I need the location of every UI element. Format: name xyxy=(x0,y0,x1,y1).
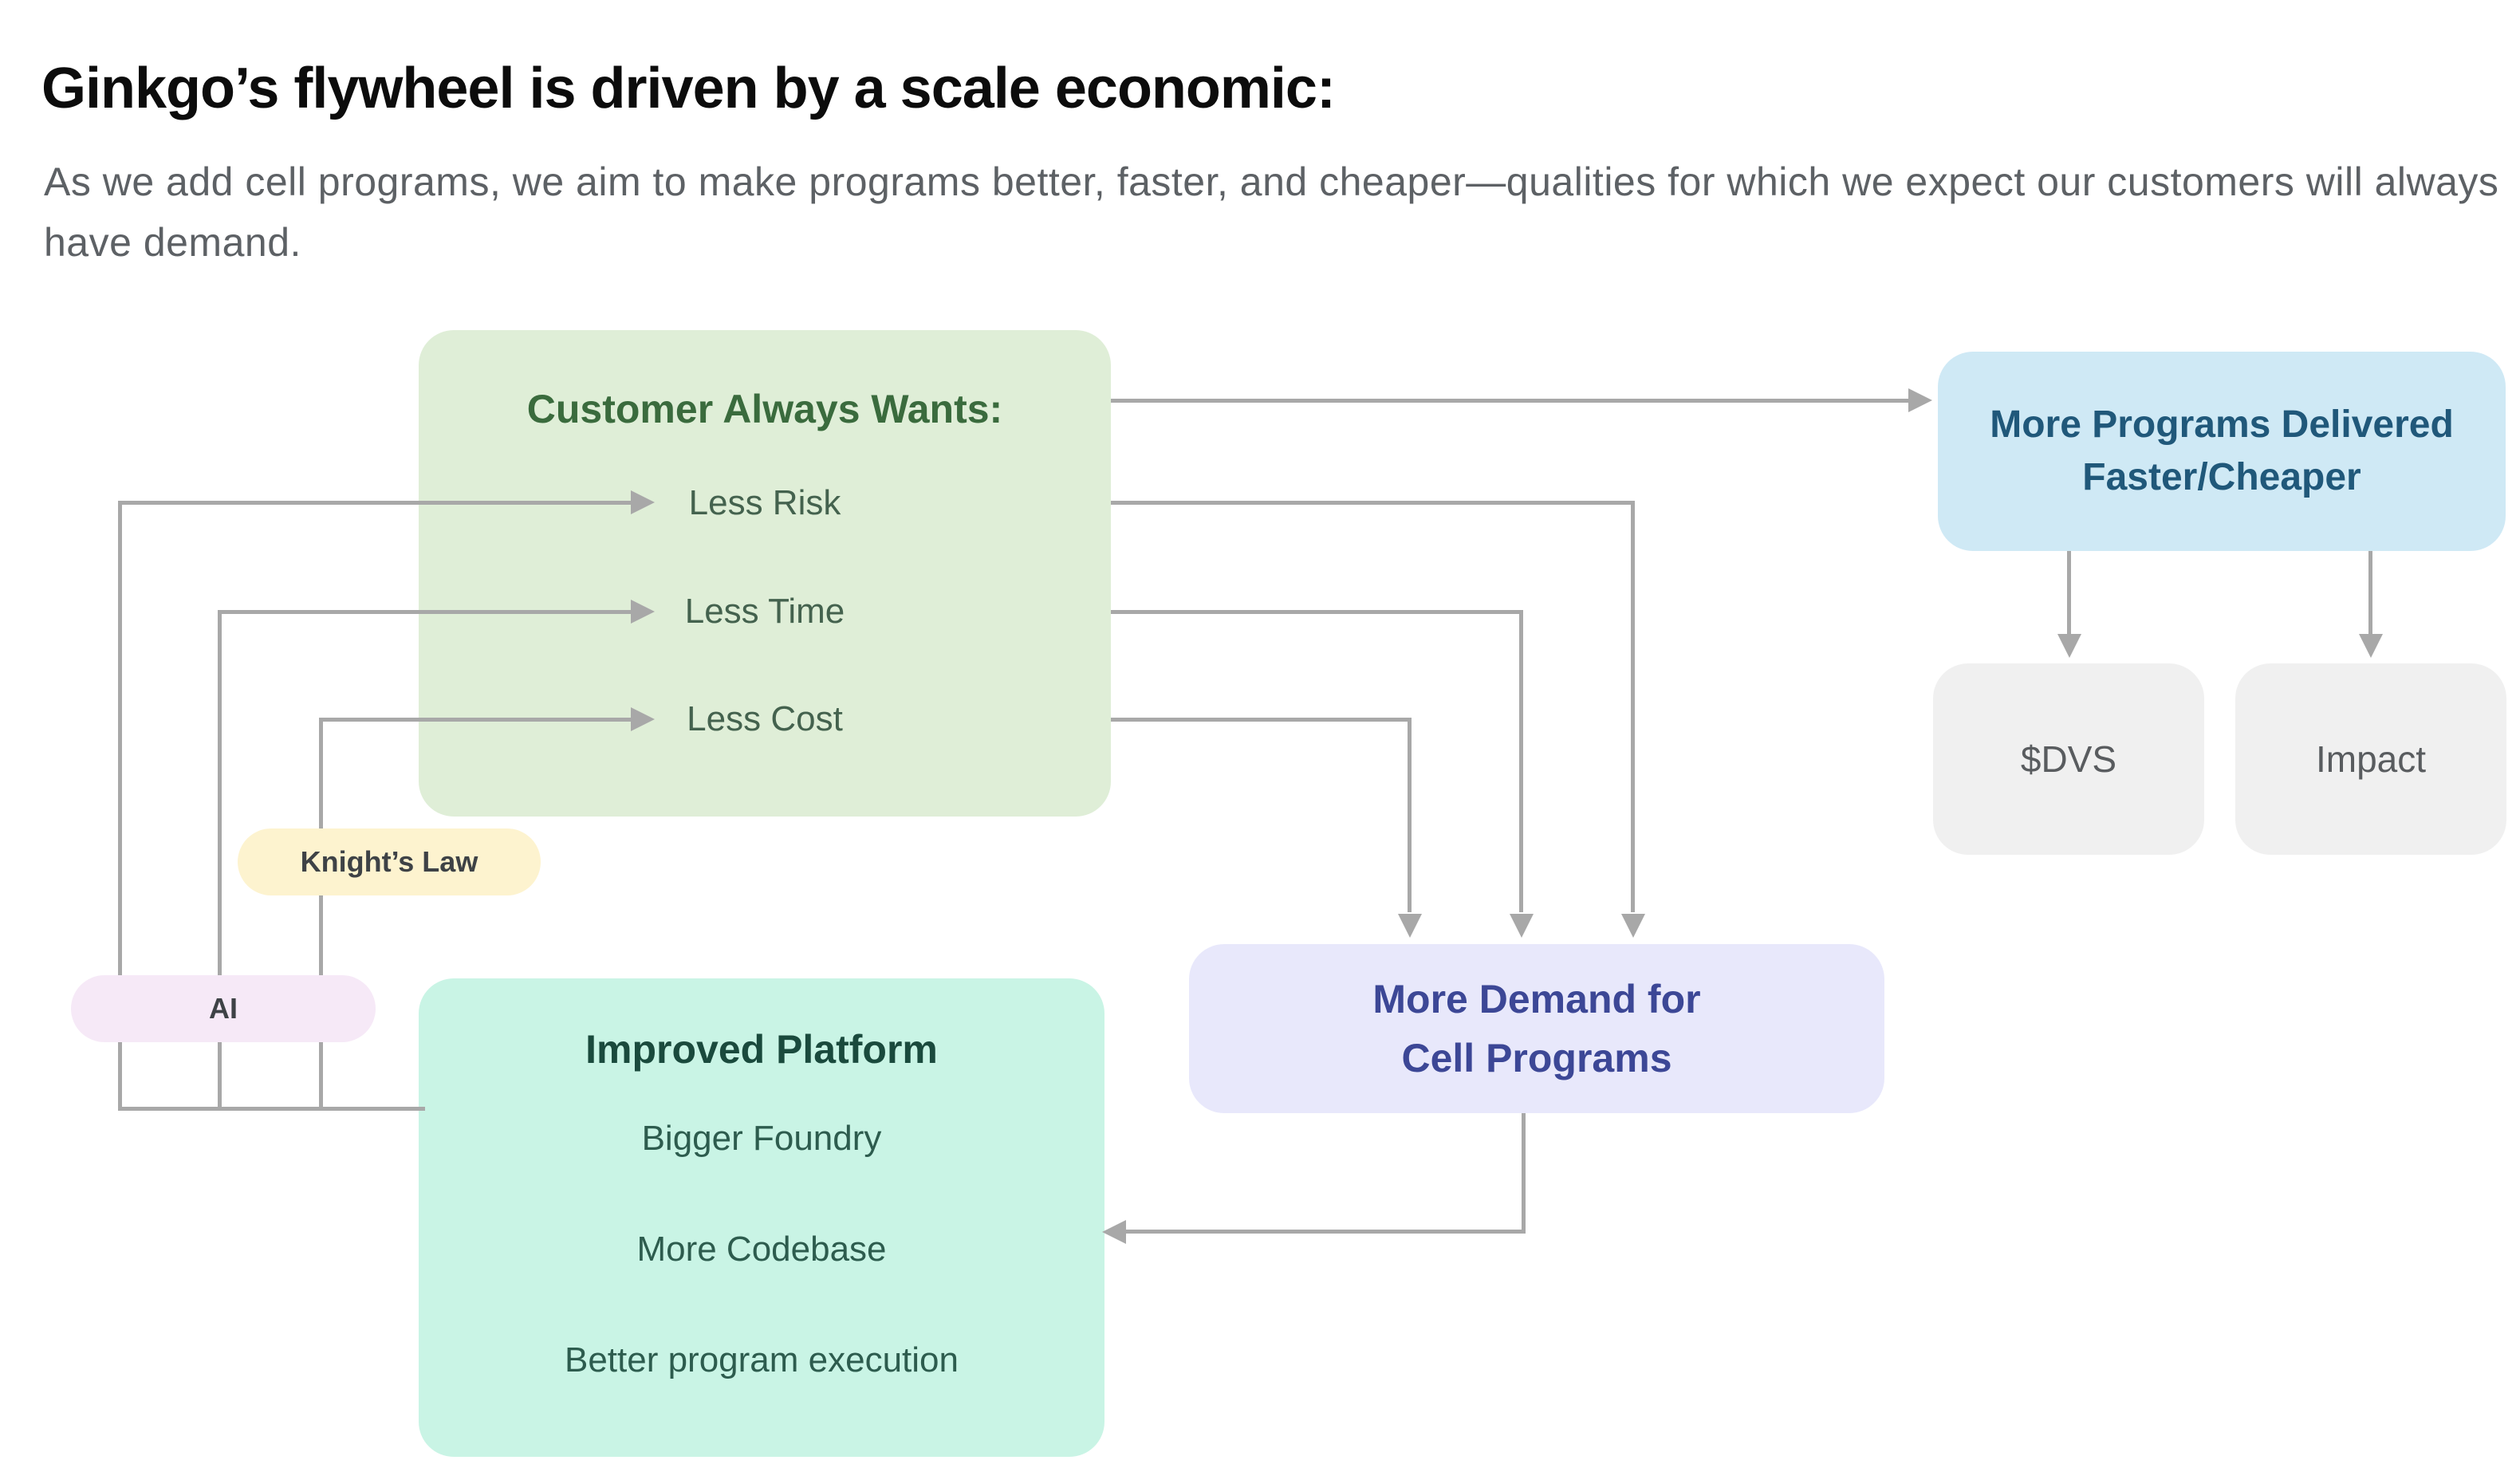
edge-demand-to-improved-horizontal xyxy=(1124,1230,1526,1234)
node-impact: Impact xyxy=(2235,663,2506,855)
edge-improved-to-less-time-vertical xyxy=(218,610,222,1111)
edge-improved-to-less-risk-vertical xyxy=(118,501,122,1111)
node-customer-always-wants: Customer Always Wants: Less Risk Less Ti… xyxy=(419,330,1111,817)
edge-improved-to-less-risk-arrowhead xyxy=(631,490,655,514)
page-subtitle: As we add cell programs, we aim to make … xyxy=(44,159,2499,265)
edge-improved-to-wants-trunk-horizontal xyxy=(118,1107,425,1111)
customer-always-wants-title: Customer Always Wants: xyxy=(526,387,1003,431)
edge-less-cost-to-demand-arrowhead xyxy=(1398,914,1422,938)
edge-less-cost-to-demand-vertical xyxy=(1408,718,1412,912)
edge-improved-to-less-cost-vertical xyxy=(319,718,323,1111)
impact-label: Impact xyxy=(2315,738,2427,780)
pill-knights-law: Knight’s Law xyxy=(238,828,541,895)
improved-item-bigger-foundry: Bigger Foundry xyxy=(641,1119,882,1158)
edge-less-risk-to-demand-horizontal xyxy=(1111,501,1635,505)
edge-programs-to-dvs-vertical xyxy=(2067,551,2071,636)
improved-item-more-codebase: More Codebase xyxy=(636,1230,887,1269)
improved-item-better-program-execution: Better program execution xyxy=(564,1340,959,1379)
customer-item-less-time: Less Time xyxy=(684,592,845,631)
edge-less-cost-to-demand-horizontal xyxy=(1111,718,1412,722)
edge-customer-to-programs-arrowhead xyxy=(1908,388,1932,412)
more-programs-delivered-title: More Programs Delivered Faster/Cheaper xyxy=(1990,403,2454,498)
page-title: Ginkgo’s flywheel is driven by a scale e… xyxy=(41,57,1336,121)
edge-demand-to-improved-arrowhead xyxy=(1102,1220,1126,1244)
edge-customer-to-programs-horizontal xyxy=(1111,399,1910,403)
node-more-programs-delivered: More Programs Delivered Faster/Cheaper xyxy=(1938,352,2506,551)
node-dvs: $DVS xyxy=(1933,663,2204,855)
ai-label: AI xyxy=(209,992,238,1025)
edge-less-time-to-demand-horizontal xyxy=(1111,610,1523,614)
customer-item-less-risk: Less Risk xyxy=(688,483,841,522)
edge-improved-to-less-risk-horizontal xyxy=(118,501,632,505)
edge-less-risk-to-demand-arrowhead xyxy=(1621,914,1645,938)
edge-less-time-to-demand-vertical xyxy=(1519,610,1523,912)
node-more-demand: More Demand for Cell Programs xyxy=(1189,944,1884,1113)
knights-law-label: Knight’s Law xyxy=(300,845,478,878)
edge-less-risk-to-demand-vertical xyxy=(1631,501,1635,912)
improved-platform-title: Improved Platform xyxy=(585,1027,938,1072)
pill-ai: AI xyxy=(71,975,376,1042)
edge-improved-to-less-cost-horizontal xyxy=(319,718,632,722)
more-demand-title: More Demand for Cell Programs xyxy=(1372,977,1701,1080)
edge-programs-to-impact-vertical xyxy=(2368,551,2372,636)
edge-less-time-to-demand-arrowhead xyxy=(1510,914,1534,938)
customer-item-less-cost: Less Cost xyxy=(687,699,843,738)
edge-improved-to-less-cost-arrowhead xyxy=(631,707,655,731)
edge-programs-to-impact-arrowhead xyxy=(2359,634,2383,658)
edge-programs-to-dvs-arrowhead xyxy=(2057,634,2081,658)
edge-demand-to-improved-vertical xyxy=(1522,1113,1526,1234)
edge-improved-to-less-time-arrowhead xyxy=(631,600,655,624)
edge-improved-to-less-time-horizontal xyxy=(218,610,632,614)
node-improved-platform: Improved Platform Bigger Foundry More Co… xyxy=(419,978,1104,1457)
dvs-label: $DVS xyxy=(2020,738,2117,780)
